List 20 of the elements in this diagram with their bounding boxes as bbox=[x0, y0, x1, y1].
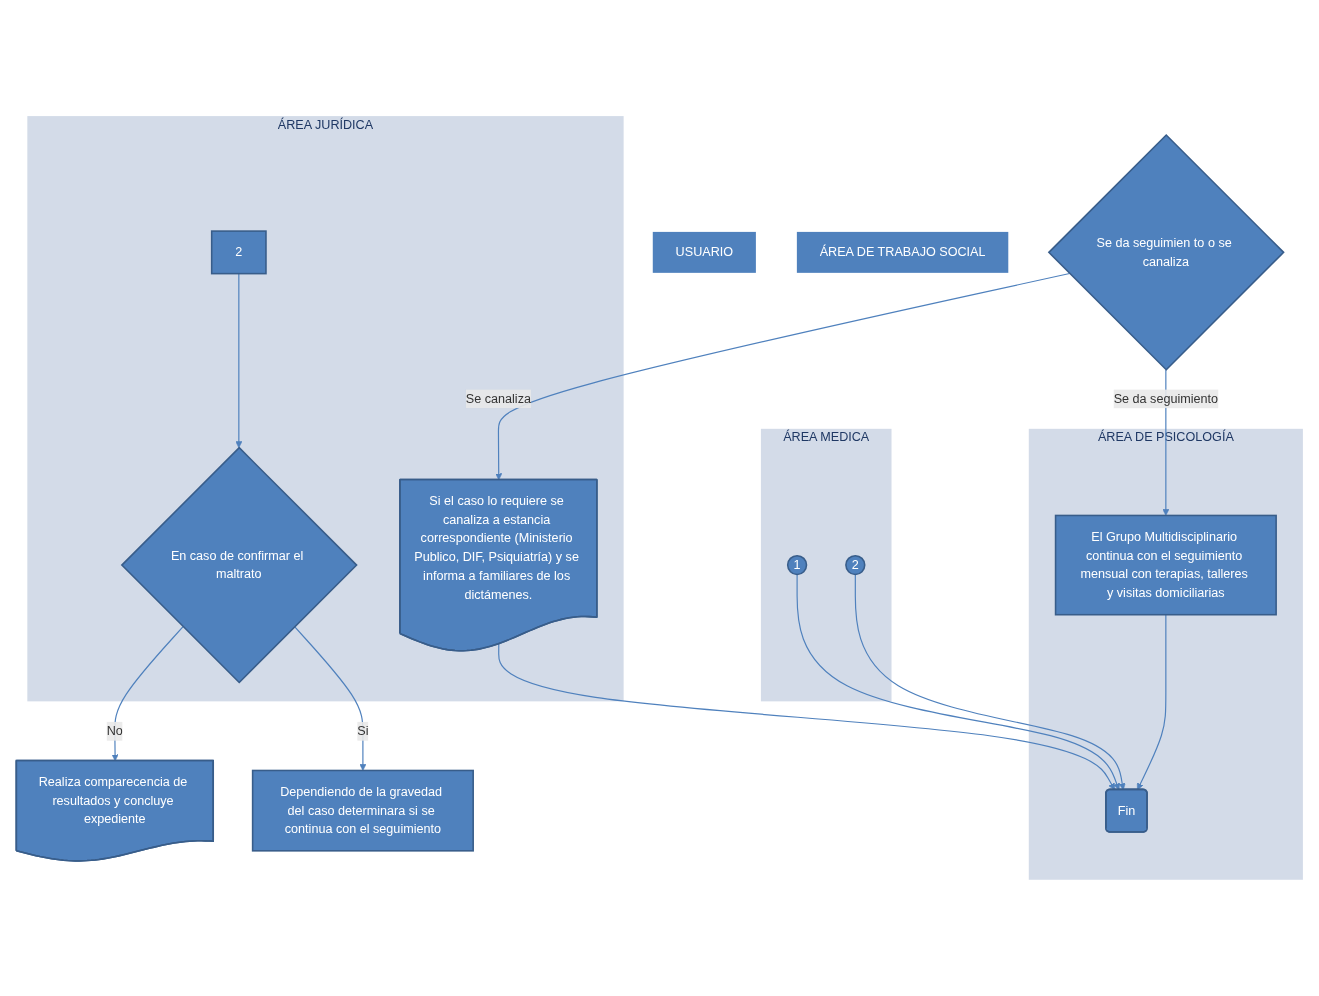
node-diamond: Se da seguimien to o se canaliza bbox=[1047, 133, 1285, 371]
arrow bbox=[796, 573, 1120, 791]
node-circle: 1 bbox=[786, 554, 807, 576]
edge-label: No bbox=[106, 724, 123, 738]
edge-label: Si bbox=[356, 724, 368, 738]
node-box: Dependiendo de la gravedad del caso determinara si se continua con el seguimiento bbox=[251, 769, 474, 852]
node-box: El Grupo Multidisciplinario continua con el seguimiento mensual con terapias, talleres y visitas domiciliarias bbox=[1054, 514, 1277, 616]
edge-label: Se canaliza bbox=[465, 391, 531, 406]
node-box: 2 bbox=[210, 230, 267, 275]
node-box: USUARIO bbox=[650, 230, 757, 275]
arrow bbox=[854, 573, 1126, 791]
edge-label: Se da seguimiento bbox=[1113, 391, 1218, 406]
node-circle: 2 bbox=[844, 554, 865, 576]
arrow bbox=[497, 643, 1115, 791]
node-diamond: En caso de confirmar el maltrato bbox=[120, 446, 358, 684]
node-box: ÁREA DE TRABAJO SOCIAL bbox=[794, 230, 1010, 275]
arrow bbox=[1136, 614, 1166, 791]
arrow bbox=[1161, 369, 1169, 516]
arrow bbox=[293, 626, 366, 771]
arrow bbox=[234, 273, 242, 449]
